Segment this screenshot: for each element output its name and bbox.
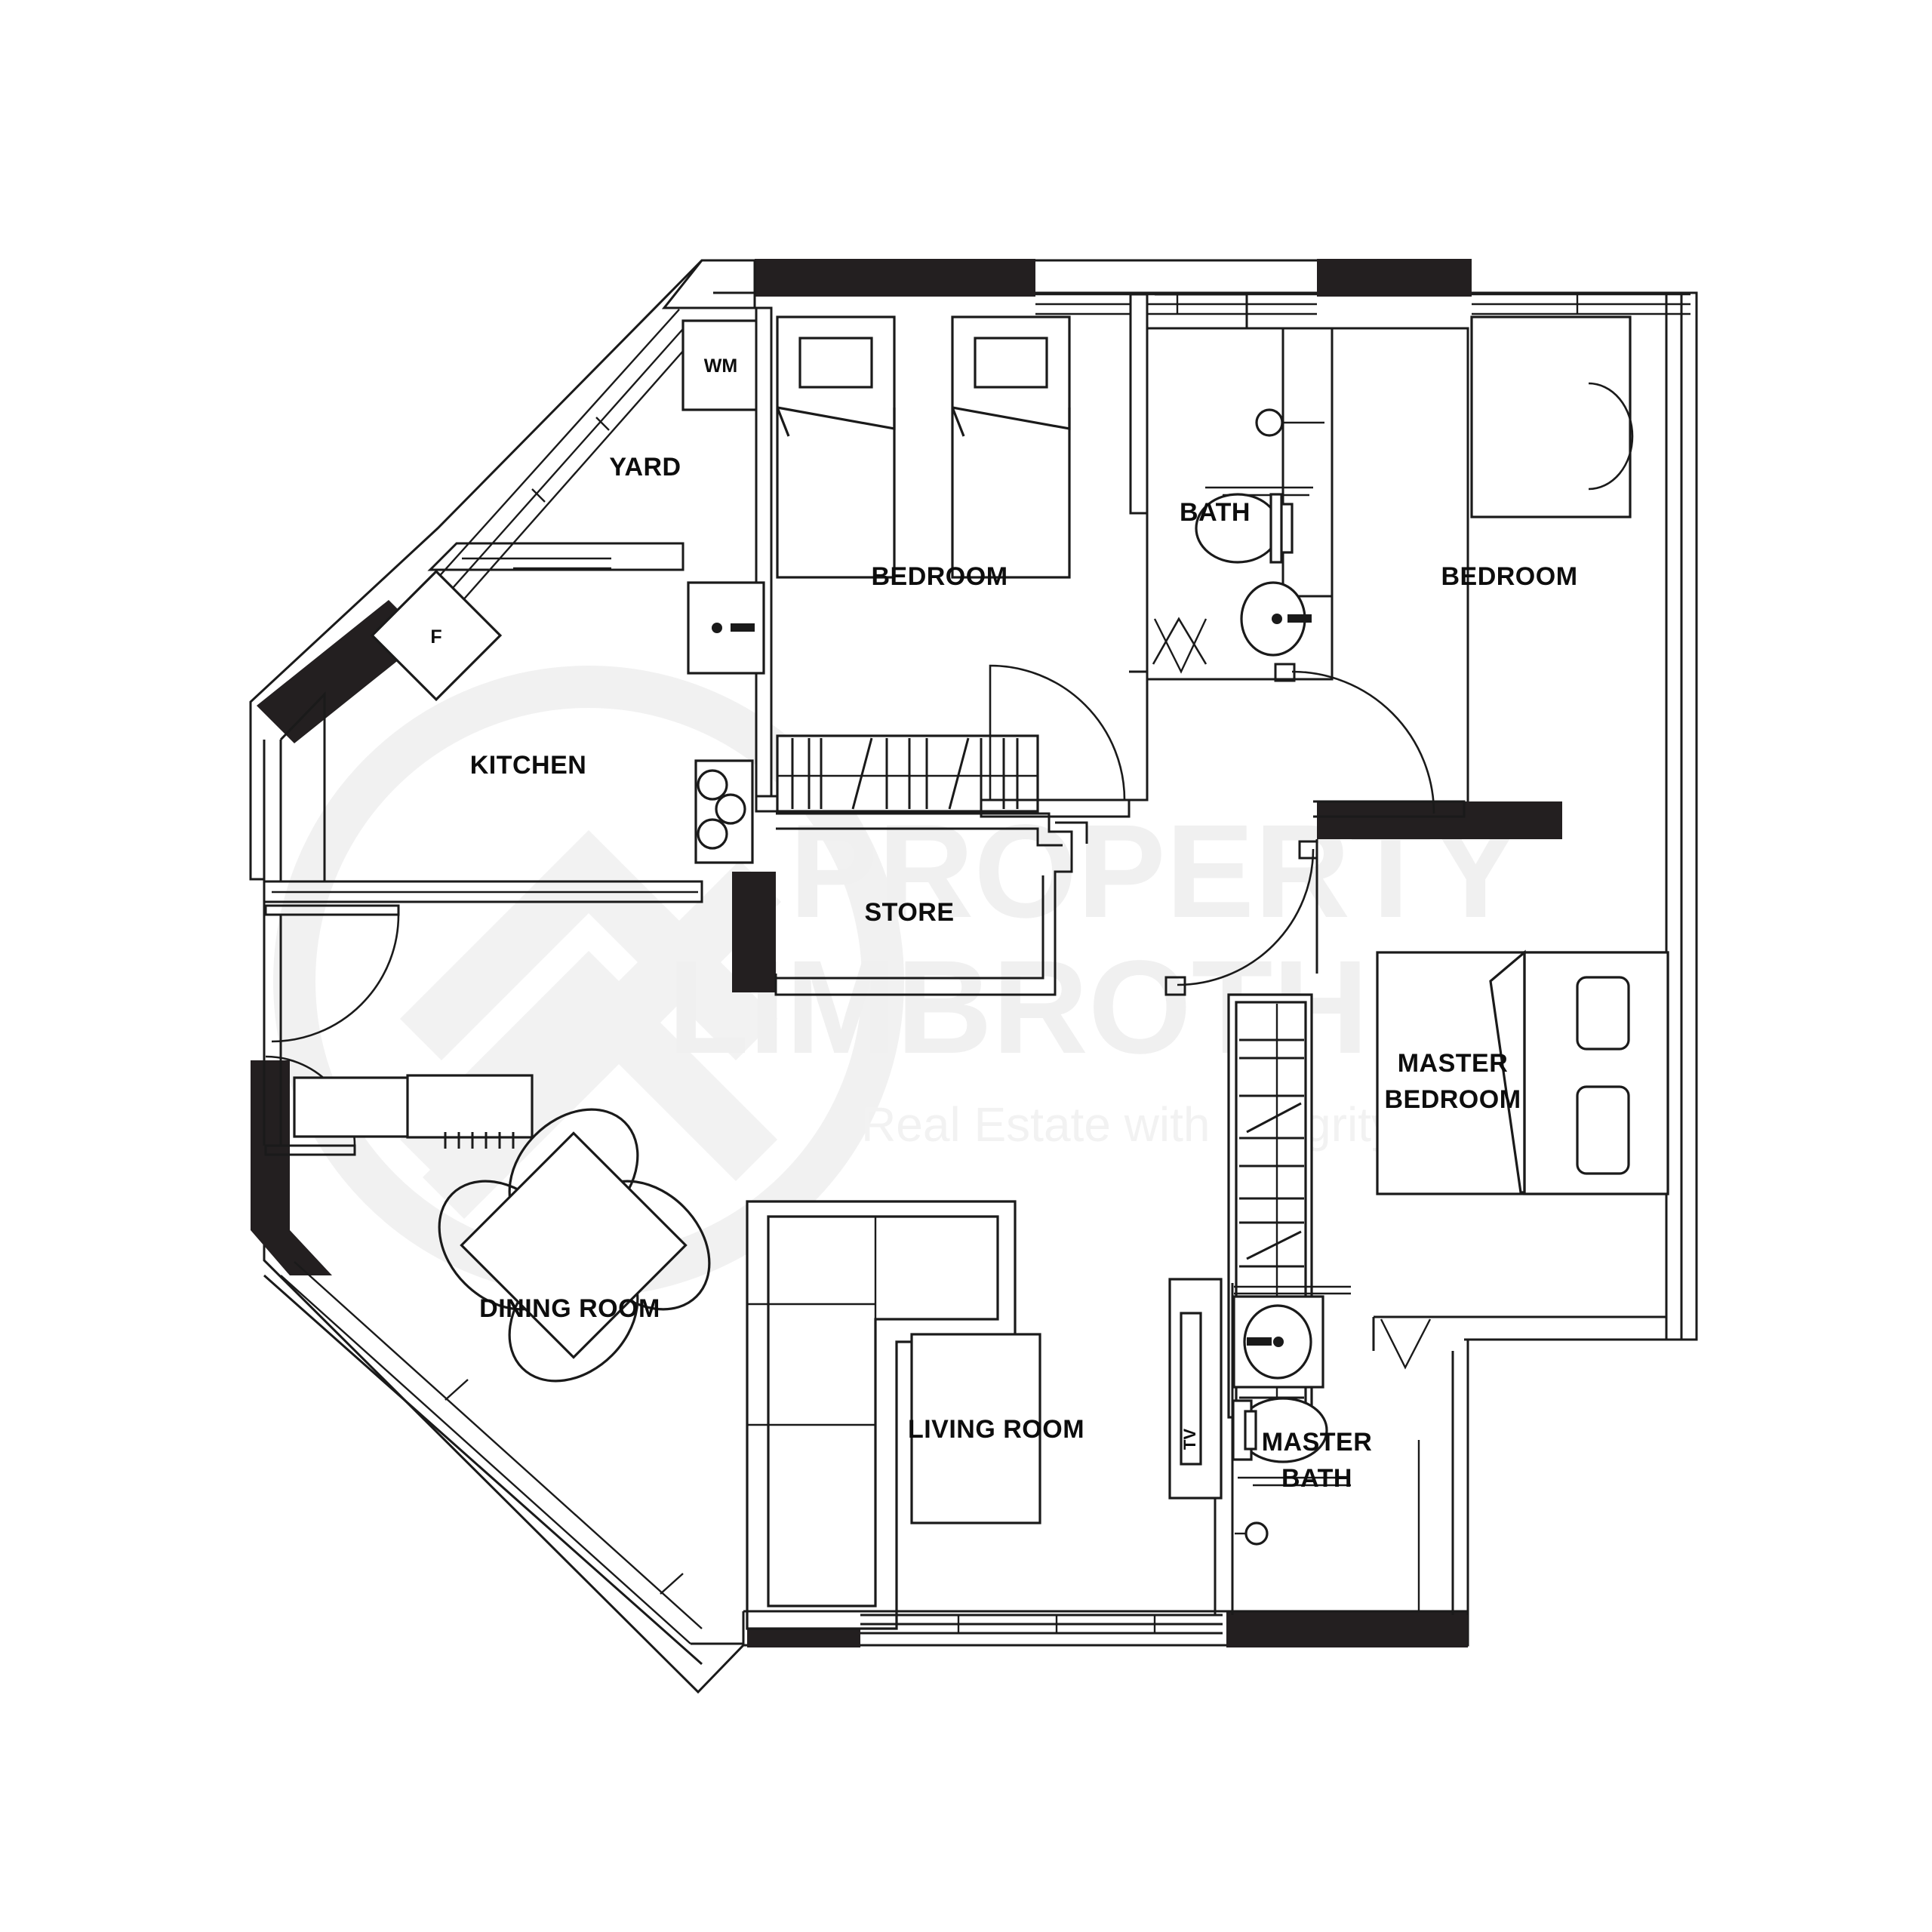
room-label-bath: BATH bbox=[1180, 498, 1251, 527]
fridge-unit bbox=[370, 569, 503, 702]
structural-wall-segments bbox=[251, 259, 1562, 1647]
room-label-master-bedroom-1: MASTER bbox=[1398, 1049, 1509, 1078]
room-label-living-room: LIVING ROOM bbox=[908, 1415, 1084, 1444]
kitchen-counter-upper bbox=[263, 880, 703, 903]
basin-master-bath bbox=[1232, 1295, 1324, 1389]
wall-master-top bbox=[1317, 801, 1562, 839]
room-label-kitchen: KITCHEN bbox=[470, 751, 587, 780]
store-room bbox=[774, 734, 1073, 996]
bath-room bbox=[1146, 293, 1334, 681]
top-windows bbox=[661, 260, 1690, 315]
wall-top-right bbox=[1317, 259, 1472, 297]
dining-table-set bbox=[438, 1108, 711, 1383]
master-bath-area bbox=[1214, 1283, 1469, 1615]
room-label-bedroom-2: BEDROOM bbox=[871, 562, 1008, 591]
basin-bath bbox=[1240, 581, 1312, 657]
washing-machine-unit bbox=[681, 319, 764, 411]
toilet-master-bath bbox=[1232, 1397, 1328, 1463]
fridge-label: F bbox=[430, 626, 441, 648]
living-room-furniture bbox=[743, 1200, 1468, 1635]
hob-cooktop bbox=[694, 759, 754, 864]
bedroom-1 bbox=[1332, 293, 1683, 1340]
sink-counter bbox=[293, 1074, 534, 1149]
wall-top-left bbox=[755, 259, 1035, 297]
master-bedroom-area bbox=[1227, 839, 1669, 1419]
wall-store-left bbox=[732, 872, 776, 992]
room-label-dining-room: DINING ROOM bbox=[479, 1294, 660, 1323]
wall-bottom-right bbox=[1226, 1611, 1468, 1647]
watermark-tagline: Real Estate with Integrity bbox=[861, 1097, 1395, 1152]
single-bed-right bbox=[951, 315, 1071, 579]
room-label-bedroom-1: BEDROOM bbox=[1441, 562, 1577, 591]
king-bed-master bbox=[1376, 949, 1669, 1195]
kitchen-counter-nw bbox=[427, 542, 685, 571]
toilet-bath bbox=[1195, 493, 1294, 564]
room-label-yard: YARD bbox=[609, 453, 681, 481]
wall-niche-unit bbox=[687, 581, 765, 675]
washing-machine-label: WM bbox=[704, 355, 737, 377]
yard-sliding-doors bbox=[435, 309, 697, 609]
tv-label: TV bbox=[1180, 1429, 1199, 1450]
room-label-store: STORE bbox=[864, 898, 954, 927]
room-label-master-bedroom-2: BEDROOM bbox=[1384, 1085, 1521, 1114]
kitchen-walls bbox=[263, 691, 326, 1146]
hallway-doors bbox=[980, 618, 1466, 996]
single-bed-left bbox=[776, 315, 896, 579]
room-label-master-bath-1: MASTER bbox=[1262, 1428, 1373, 1457]
room-label-master-bath-2: BATH bbox=[1281, 1464, 1352, 1493]
sw-diagonal-wall bbox=[280, 1261, 745, 1645]
wall-west-corner bbox=[251, 1230, 332, 1275]
tv-unit bbox=[1168, 1278, 1223, 1500]
